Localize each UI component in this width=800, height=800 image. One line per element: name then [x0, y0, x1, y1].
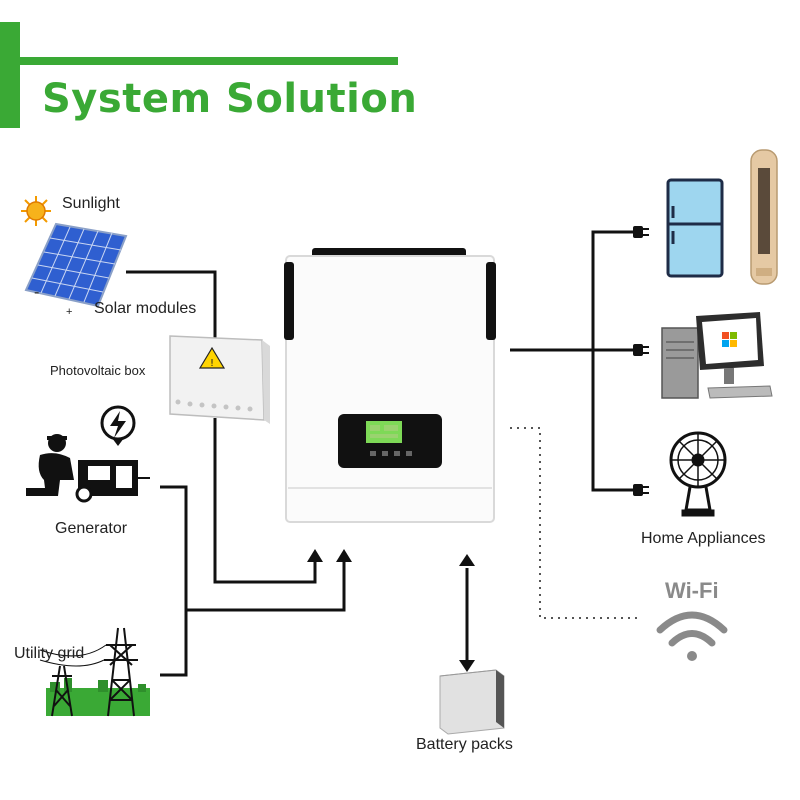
sun-icon: [21, 196, 51, 226]
lcd-segments: [370, 425, 398, 438]
utility-grid-label: Utility grid: [14, 645, 85, 662]
arrow-up-icon: [459, 554, 475, 566]
header-accent-vertical: [0, 22, 20, 128]
air-conditioner-icon: [750, 149, 778, 285]
header-accent-horizontal: [20, 57, 398, 65]
wifi-icon: [656, 611, 728, 661]
line-to-fan: [591, 350, 635, 492]
arrow-up-icon: [307, 549, 323, 562]
solar-panel-icon: [24, 222, 128, 308]
line-to-fridge: [510, 230, 635, 352]
fridge-icon: [666, 178, 724, 278]
plug-icon: [633, 484, 649, 496]
home-appliances-label: Home Appliances: [641, 530, 766, 547]
line-wifi: [510, 427, 640, 619]
power-tower-icon: [39, 627, 150, 717]
pv-box-label: Photovoltaic box: [50, 363, 146, 378]
sunlight-label: Sunlight: [62, 195, 120, 212]
arrow-down-icon: [459, 660, 475, 672]
solar-modules-label: Solar modules: [94, 300, 197, 317]
windows-logo-icon: [722, 332, 737, 347]
line-solar-to-pvbox: [126, 270, 217, 340]
solar-plus-label: +: [66, 306, 73, 318]
svg-text:!: !: [210, 358, 214, 369]
connection-lines: [126, 230, 635, 677]
plug-icon: [633, 344, 649, 356]
pv-box-icon: !: [169, 335, 270, 424]
plug-icon: [633, 226, 649, 238]
battery-icon: [439, 669, 505, 735]
generator-label: Generator: [55, 520, 128, 537]
line-generator-grid: [160, 485, 188, 677]
solar-minus-label: -: [34, 284, 40, 301]
arrow-up-icon: [336, 549, 352, 562]
computer-icon: [661, 312, 773, 399]
wifi-label: Wi-Fi: [665, 578, 719, 603]
line-grid-to-inverter: [186, 560, 346, 612]
battery-packs-label: Battery packs: [416, 736, 513, 753]
fan-icon: [669, 431, 727, 517]
line-pvbox-to-inverter: [213, 418, 317, 584]
page-title: System Solution: [42, 76, 418, 122]
arrow-heads: [307, 549, 475, 672]
inverter-icon: [284, 248, 496, 523]
generator-icon: [26, 405, 150, 503]
